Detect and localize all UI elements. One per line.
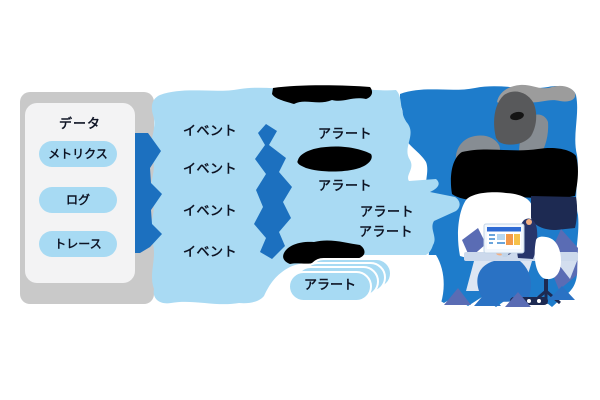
event-cloud [150, 86, 460, 305]
floor-triangle-3 [505, 292, 531, 307]
hair-bun-mark [510, 111, 524, 121]
event-label-3: イベント [182, 204, 237, 219]
pill-metrics: メトリクス [39, 141, 117, 167]
dashboard-sidebar-line-1 [489, 234, 495, 236]
alert-stack-card-front: アラート [288, 271, 372, 302]
pill-traces: トレース [39, 231, 117, 257]
chair-wheel-3 [537, 299, 541, 303]
dashboard-footer-line [497, 242, 505, 244]
dashboard-header-bar [487, 227, 521, 232]
data-source-panel: データ メトリクス ログ トレース [25, 103, 135, 283]
dashboard-panel-yellow [514, 234, 520, 245]
alert-label-3: アラート [359, 205, 414, 220]
redaction-blob-middle [297, 146, 372, 172]
redaction-blob-top [272, 85, 373, 104]
chair-post [544, 279, 548, 291]
navy-backdrop-block [531, 196, 578, 230]
desk-right-leg [556, 261, 577, 279]
redaction-blob-operator [450, 147, 578, 201]
slate-diamond-left [462, 228, 486, 258]
floor-triangle-2 [474, 290, 501, 306]
floor-triangle-1 [444, 288, 471, 305]
event-label-1: イベント [182, 124, 237, 139]
flow-arrow-data-to-events [134, 133, 162, 253]
floor-triangle-4 [548, 286, 575, 300]
person-arm-raised [523, 225, 534, 241]
chair-back [534, 236, 561, 280]
person-lower-body [477, 261, 532, 302]
chair-wheel-2 [527, 299, 531, 303]
monitor-stand [501, 253, 509, 257]
alert-label-1: アラート [317, 127, 372, 142]
dashboard-panel-orange [506, 234, 513, 245]
flow-band-events-to-alerts [254, 124, 292, 259]
dashboard-sidebar-line-3 [489, 242, 493, 244]
dashboard-panel-blue [497, 234, 505, 240]
dashboard-sidebar-line-2 [489, 238, 495, 240]
alert-label-4: アラート [358, 225, 413, 240]
pill-logs: ログ [39, 187, 117, 213]
event-label-4: イベント [182, 245, 237, 260]
event-label-2: イベント [182, 162, 237, 177]
person-hand-raised [526, 219, 532, 225]
alert-label-2: アラート [317, 179, 372, 194]
panel-title: データ [58, 117, 101, 132]
